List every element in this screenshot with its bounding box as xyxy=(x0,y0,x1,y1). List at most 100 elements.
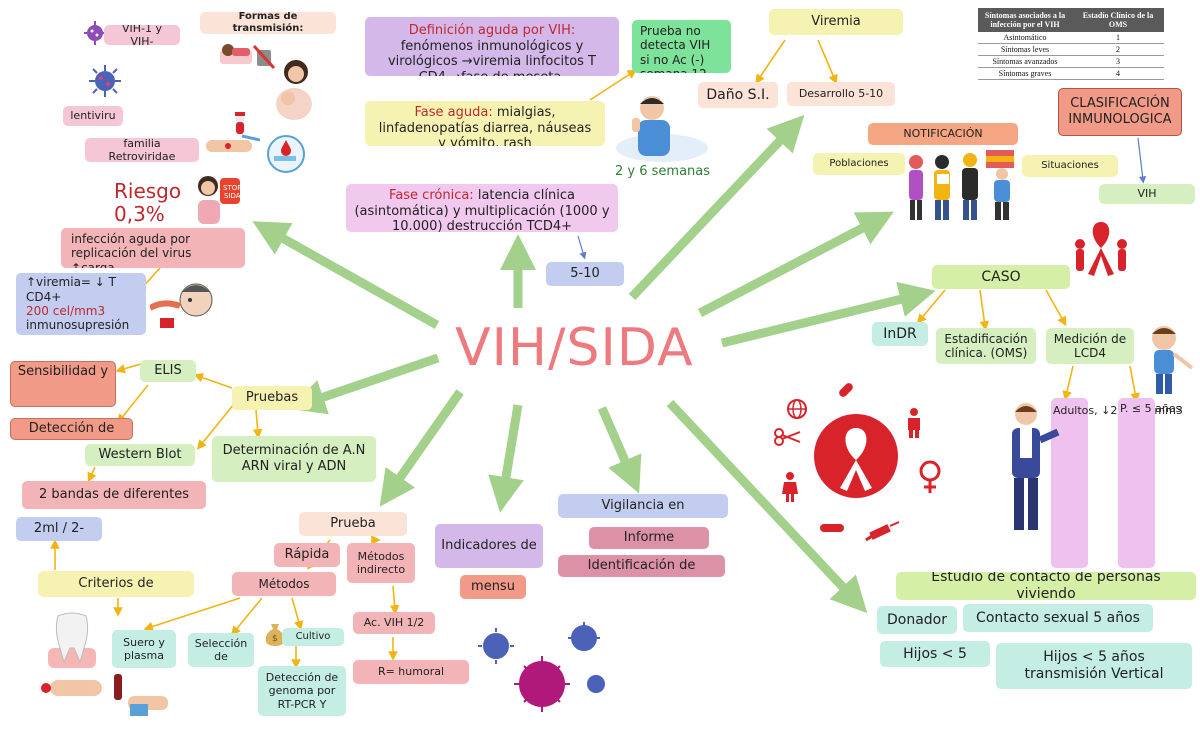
report-box: Informe xyxy=(589,527,709,549)
doctor-man-icon xyxy=(1000,400,1062,542)
sick-person-icon xyxy=(148,278,220,336)
sleeping-person-icon xyxy=(218,40,254,72)
vertical-transmission-box: Hijos < 5 años transmisión Vertical xyxy=(996,643,1192,689)
acute-phase-box: Fase aguda: mialgias, linfadenopatías di… xyxy=(365,101,605,146)
identification-box: Identificación de xyxy=(558,555,725,577)
viremia-line-2: 200 cel/mm3 xyxy=(26,304,106,318)
sexual-contact-box: Contacto sexual 5 años xyxy=(963,604,1153,632)
staging-box: Estadificación clínica. (OMS) xyxy=(936,328,1036,364)
arm-injection-icon xyxy=(206,134,261,160)
female-symbol-icon xyxy=(918,460,942,498)
scissors-icon xyxy=(774,428,802,450)
two-bands-box: 2 bandas de diferentes xyxy=(22,481,206,509)
transmission-title: Formas de transmisión: xyxy=(200,12,336,34)
viremia-line-3: inmunosupresión xyxy=(26,318,130,333)
criteria-box: Criterios de xyxy=(38,571,194,597)
chronic-phase-label: Fase crónica: xyxy=(389,188,474,203)
donor-box: Donador xyxy=(877,606,957,634)
culture-box: Cultivo xyxy=(282,628,344,646)
ac-vih-box: Ac. VIH 1/2 xyxy=(353,612,435,634)
acute-phase-text: mialgias, linfadenopatías diarrea, náuse… xyxy=(378,105,592,146)
male-person-icon xyxy=(906,408,922,442)
hand-blood-icon xyxy=(40,672,110,706)
thinking-man-icon xyxy=(612,90,710,166)
virus-cluster-icon xyxy=(470,618,610,726)
virus-icon xyxy=(84,20,106,50)
notification-box: NOTIFICACIÓN xyxy=(868,123,1018,145)
svg-text:STOP: STOP xyxy=(223,184,241,192)
syringe-blood-icon xyxy=(266,134,306,178)
indirect-methods-box: Métodos indirecto xyxy=(347,543,415,583)
genome-detection-box: Detección de genoma por RT-PCR Y xyxy=(258,666,346,716)
blood-tube-icon xyxy=(232,112,248,140)
acute-infection-box: infección aguda por replicación del viru… xyxy=(61,228,245,268)
immune-damage-box: Daño S.I. xyxy=(698,82,778,108)
oms-stage-table: Síntomas asociados a la infección por el… xyxy=(978,8,1164,80)
cd4-measure-box: Medición de LCD4 xyxy=(1046,328,1134,364)
acute-definition-label: Definición aguda por VIH: xyxy=(408,23,576,38)
viremia-cd4-box: ↑viremia= ↓ T CD4+ 200 cel/mm3 inmunosup… xyxy=(16,273,146,335)
children-box: Hijos < 5 xyxy=(880,641,990,667)
diverse-people-icon xyxy=(904,148,1022,228)
no-detection-box: Prueba no detecta VIH si no Ac (-) seman… xyxy=(632,20,731,73)
situations-box: Situaciones xyxy=(1022,155,1118,177)
acute-definition-box: Definición aguda por VIH: fenómenos inmu… xyxy=(365,17,619,76)
selection-box: Selección de xyxy=(188,633,254,667)
indicators-box: Indicadores de xyxy=(435,524,543,568)
monthly-box: mensu xyxy=(460,575,526,599)
aids-ribbon-icon xyxy=(812,412,900,504)
lentivirus-label: lentiviru xyxy=(63,106,123,126)
acute-definition-text: fenómenos inmunológicos y virológicos →v… xyxy=(387,38,597,76)
classification-box: CLASIFICACIÓN INMUNOLOGICA xyxy=(1058,88,1182,136)
methods-box: Métodos xyxy=(232,572,336,596)
family-label: familia Retroviridae xyxy=(85,138,199,162)
case-box: CASO xyxy=(932,265,1070,289)
western-blot-box: Western Blot xyxy=(85,444,195,466)
development-box: Desarrollo 5-10 xyxy=(787,82,895,106)
condom-icon xyxy=(818,520,846,540)
risk-label: Riesgo 0,3% xyxy=(114,180,182,226)
indr-box: InDR xyxy=(872,322,928,346)
test-box: Prueba xyxy=(299,512,407,536)
viremia-line-1: ↑viremia= ↓ T CD4+ xyxy=(26,275,116,304)
oms-header-symptoms: Síntomas asociados a la infección por el… xyxy=(978,8,1072,32)
detection-box: Detección de xyxy=(10,418,133,440)
coronavirus-icon xyxy=(88,64,122,102)
syringe-icon xyxy=(864,520,900,548)
tests-box: Pruebas xyxy=(232,386,312,410)
globe-icon xyxy=(786,398,808,424)
humoral-box: R= humoral xyxy=(353,660,469,684)
mother-baby-icon xyxy=(272,58,318,124)
chronic-phase-text: latencia clínica (asintomática) y multip… xyxy=(354,188,610,232)
viremia-box: Viremia xyxy=(769,9,903,35)
na-detection-box: Determinación de A.N ARN viral y ADN xyxy=(212,436,376,482)
tooth-icon xyxy=(44,612,100,674)
five-ten-years: 5-10 xyxy=(546,262,624,286)
main-title: VIH/SIDA xyxy=(455,318,694,378)
svg-text:$: $ xyxy=(272,634,278,644)
female-person-icon xyxy=(782,472,798,506)
oms-header-stage: Estadío Clínico de la OMS xyxy=(1072,8,1164,32)
elisa-box: ELIS xyxy=(140,360,196,382)
child-icon xyxy=(1138,322,1194,402)
no-sharing-icon xyxy=(252,44,276,74)
weeks-label: 2 y 6 semanas xyxy=(615,164,711,179)
populations-box: Poblaciones xyxy=(813,153,905,175)
contact-study-box: Estudio de contacto de personas viviendo xyxy=(896,572,1196,600)
svg-text:SIDA: SIDA xyxy=(224,192,241,200)
ribbon-people-icon xyxy=(1072,218,1130,282)
sensitivity-box: Sensibilidad y xyxy=(10,361,116,407)
serum-box: Suero y plasma xyxy=(112,630,176,668)
money-bag-icon: $ xyxy=(264,622,286,650)
surveillance-box: Vigilancia en xyxy=(558,494,728,518)
pill-icon xyxy=(836,380,856,404)
blood-sample-icon xyxy=(110,670,172,724)
pediatric-bar: P. ≤ 5 años xyxy=(1118,398,1181,568)
rapid-box: Rápida xyxy=(274,543,340,567)
two-ml-box: 2ml / 2- xyxy=(16,517,102,541)
